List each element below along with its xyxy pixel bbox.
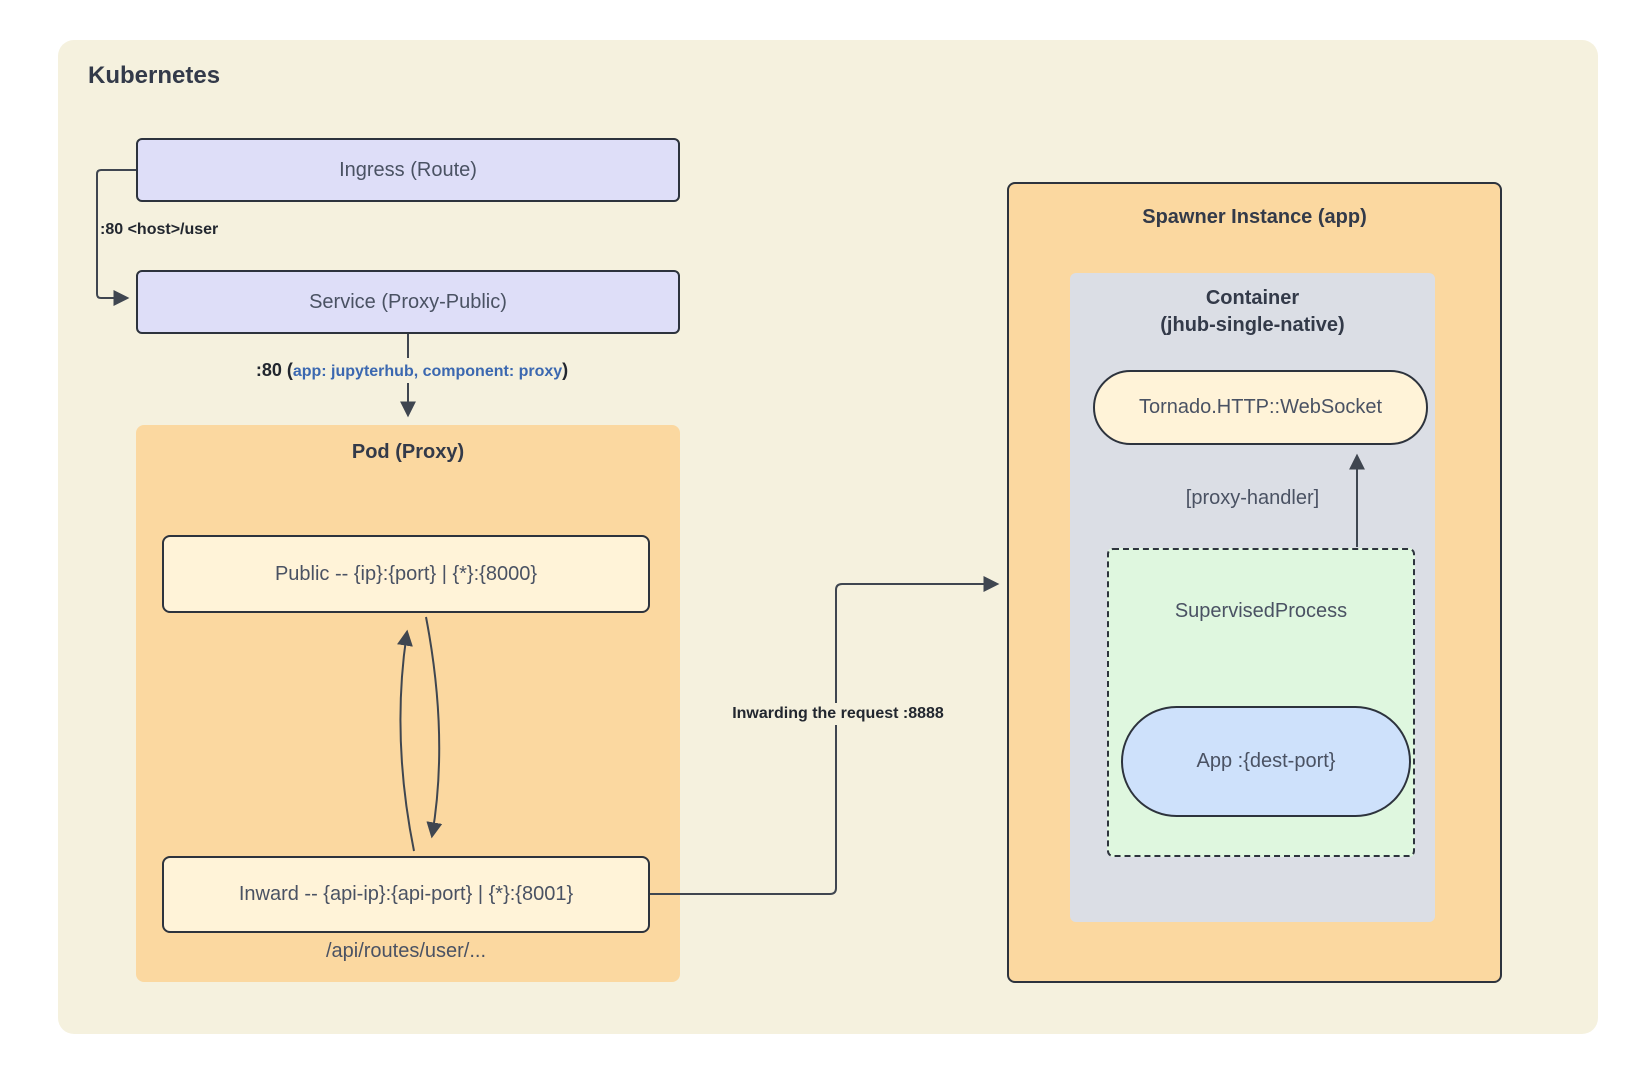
supervised-process-title: SupervisedProcess	[1174, 600, 1348, 622]
tornado-websocket-label: Tornado.HTTP::WebSocket	[1138, 396, 1383, 418]
service-node: Service (Proxy-Public)	[136, 270, 680, 334]
api-routes-note: /api/routes/user/...	[325, 940, 487, 962]
ingress-node-label: Ingress (Route)	[339, 158, 477, 181]
edge-label-host-user: :80 <host>/user	[100, 221, 219, 238]
container-title-line1: Container	[1205, 287, 1300, 309]
selector-prefix: :80 (	[255, 360, 293, 380]
public-endpoint-node: Public -- {ip}:{port} | {*}:{8000}	[162, 535, 650, 613]
ingress-node: Ingress (Route)	[136, 138, 680, 202]
edge-label-service-selector: :80 (app: jupyterhub, component: proxy)	[249, 358, 575, 383]
kubernetes-group-title: Kubernetes	[88, 62, 221, 89]
tornado-websocket-node: Tornado.HTTP::WebSocket	[1093, 370, 1428, 445]
app-dest-port-label: App :{dest-port}	[1196, 750, 1336, 772]
container-group-title: Container (jhub-single-native)	[1070, 285, 1435, 339]
selector-suffix: )	[562, 360, 569, 380]
inward-endpoint-label: Inward -- {api-ip}:{api-port} | {*}:{800…	[238, 883, 574, 905]
public-endpoint-label: Public -- {ip}:{port} | {*}:{8000}	[274, 562, 538, 585]
proxy-handler-label: [proxy-handler]	[1185, 487, 1320, 509]
selector-body: app: jupyterhub, component: proxy	[292, 363, 563, 380]
inward-endpoint-node: Inward -- {api-ip}:{api-port} | {*}:{800…	[162, 856, 650, 933]
pod-proxy-title: Pod (Proxy)	[351, 441, 465, 463]
edge-label-inwarding-request: Inwarding the request :8888	[724, 703, 952, 725]
service-node-label: Service (Proxy-Public)	[309, 290, 507, 313]
app-dest-port-node: App :{dest-port}	[1121, 706, 1411, 817]
spawner-instance-title: Spawner Instance (app)	[1142, 206, 1367, 228]
container-title-line2: (jhub-single-native)	[1160, 314, 1345, 336]
